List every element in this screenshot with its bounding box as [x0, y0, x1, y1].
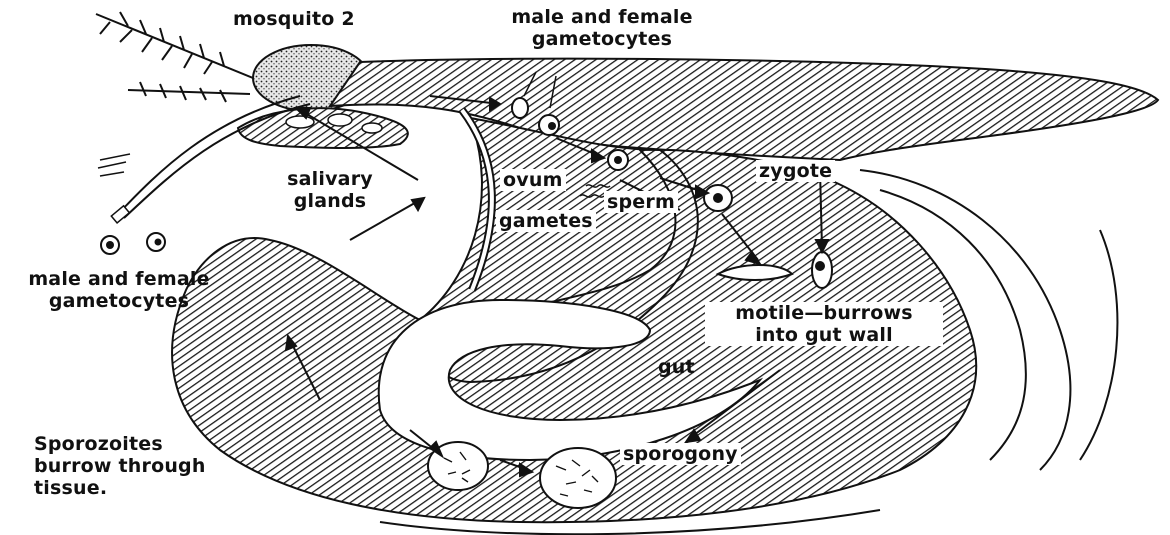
label-salivary-line1: salivary [270, 168, 390, 190]
label-sporogony: sporogony [620, 443, 741, 465]
label-gametocytes-top-line1: male and female [482, 6, 722, 28]
label-zygote: zygote [756, 160, 835, 182]
label-gametocytes-left-line2: gametocytes [4, 290, 234, 312]
label-gametocytes-top: male and female gametocytes [482, 6, 722, 50]
label-sporozoites-line3: tissue. [34, 477, 206, 499]
ovum-cell [608, 150, 628, 170]
label-sporozoites-line2: burrow through [34, 455, 206, 477]
label-motile-line2: into gut wall [708, 324, 940, 346]
proboscis-tip [111, 206, 129, 223]
label-sporozoites: Sporozoites burrow through tissue. [34, 433, 206, 499]
left-gametocytes [101, 233, 165, 254]
label-motile: motile—burrows into gut wall [705, 302, 943, 346]
label-gametes: gametes [496, 210, 596, 232]
label-ovum: ovum [500, 169, 566, 191]
zygote-cell [704, 185, 732, 211]
label-mosquito: mosquito 2 [233, 8, 355, 30]
label-sperm: sperm [604, 191, 678, 213]
label-gametocytes-left: male and female gametocytes [4, 268, 234, 312]
thorax-body [330, 59, 1158, 160]
label-gut: gut [658, 356, 695, 378]
label-gametocytes-left-line1: male and female [4, 268, 234, 290]
label-gametocytes-top-line2: gametocytes [482, 28, 722, 50]
label-salivary-line2: glands [270, 190, 390, 212]
label-salivary-glands: salivary glands [270, 168, 390, 212]
label-sporozoites-line1: Sporozoites [34, 433, 206, 455]
label-motile-line1: motile—burrows [708, 302, 940, 324]
proboscis-whiskers [98, 154, 130, 176]
